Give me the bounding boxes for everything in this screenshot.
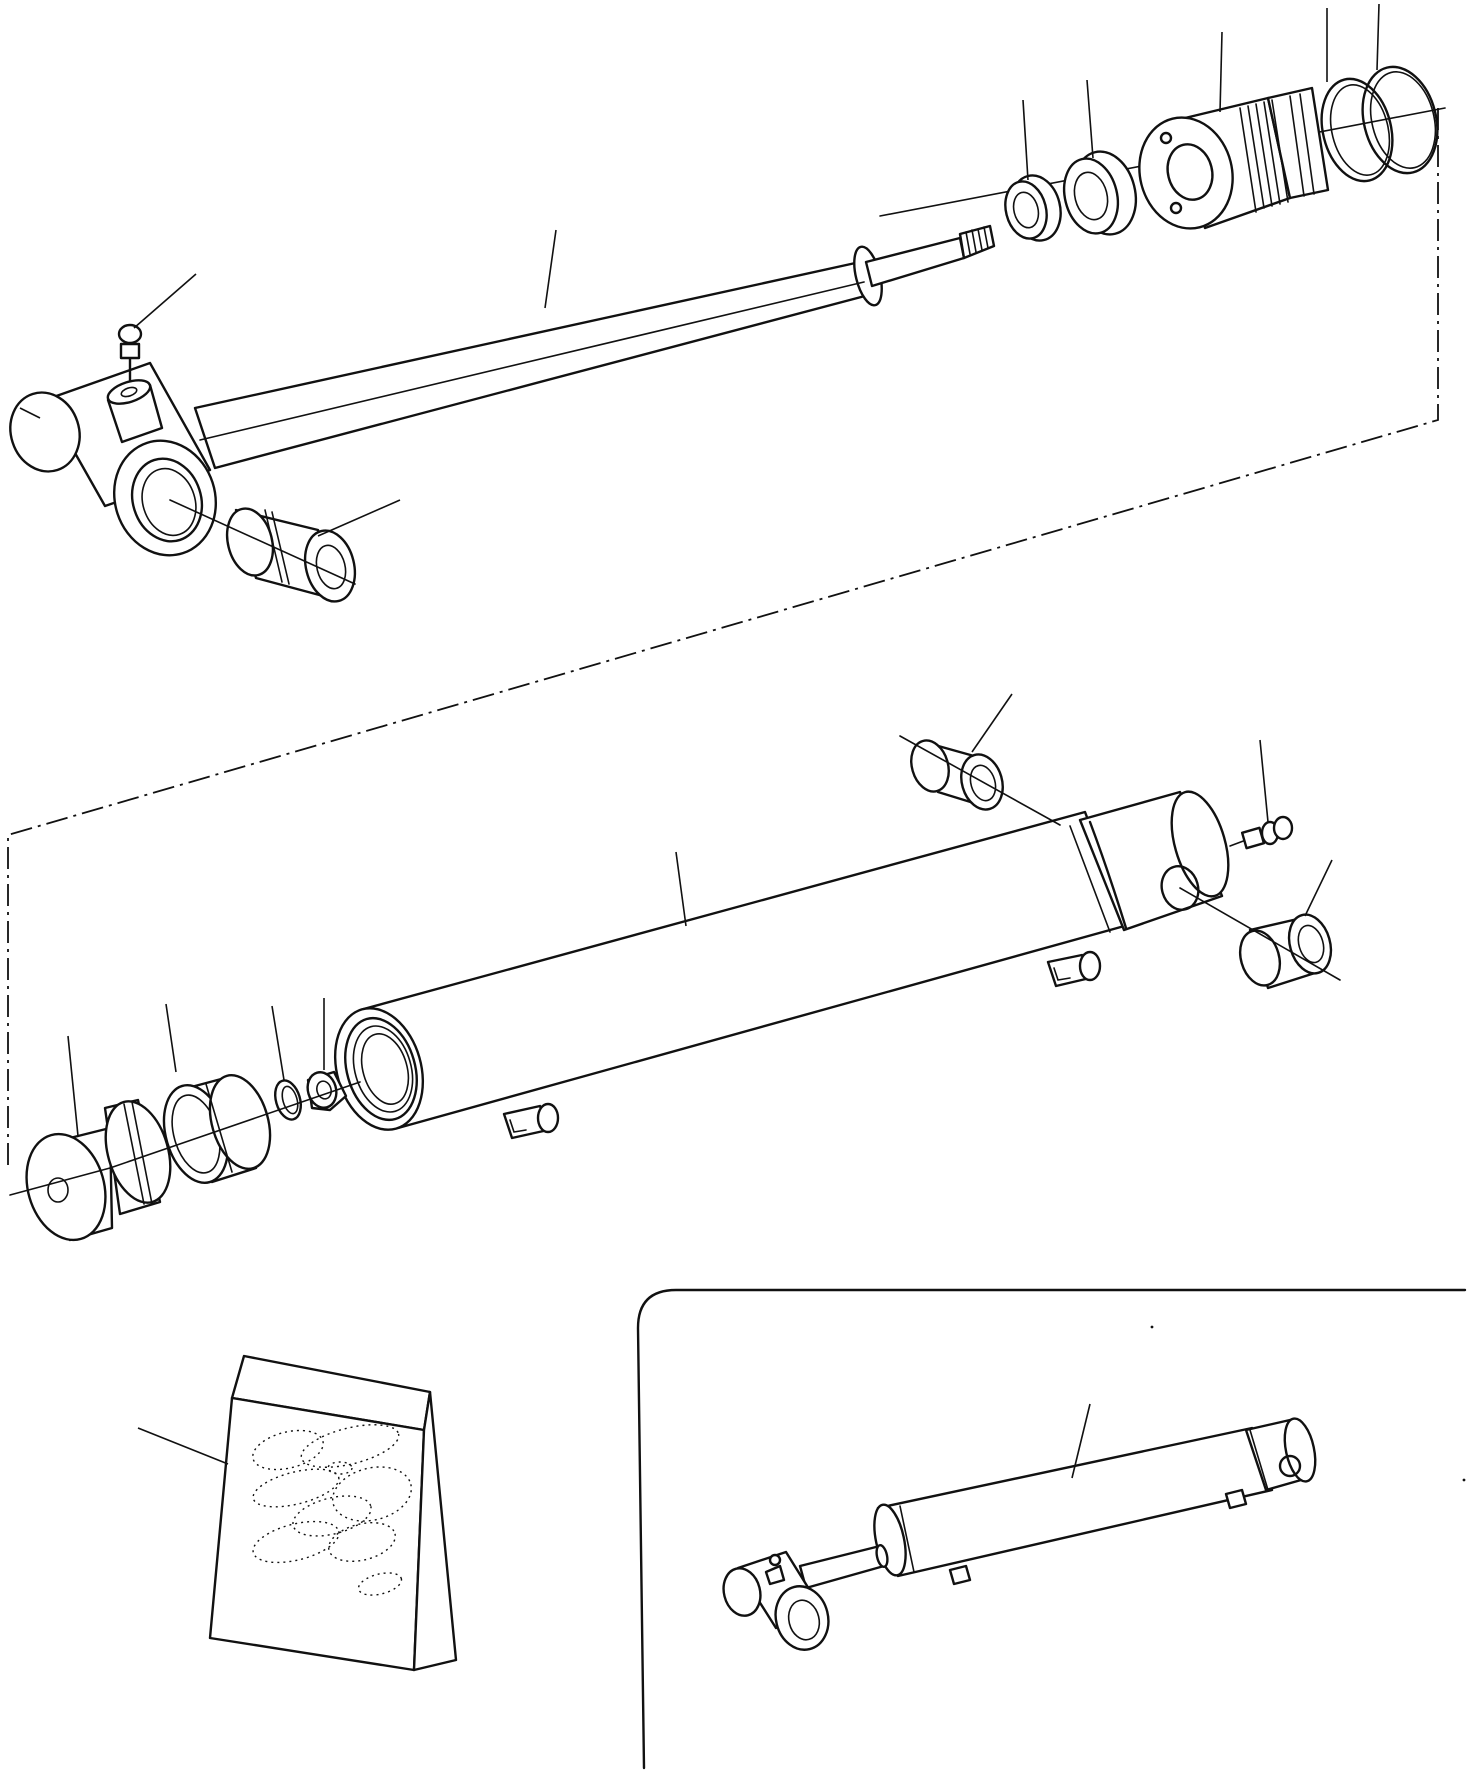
assembled-cylinder [719,1416,1321,1656]
tube-bushing-bottom [1180,860,1340,990]
rod-wiper-seal [1000,100,1068,246]
seal-kit [138,1356,456,1670]
connection-path [8,108,1438,1165]
rod-end-bushing [170,500,400,607]
piston-rod [195,226,994,468]
assembled-view [638,1290,1465,1768]
cylinder-head-gland [1128,32,1328,238]
tube-leader [676,852,686,926]
piston-rod-group [0,4,1448,607]
rod-eye [0,363,230,569]
o-ring [1352,4,1448,181]
backup-ring [1311,8,1402,189]
tube-bracket-lower [504,1104,558,1138]
grease-fitting-tube [1230,740,1292,848]
cylinder-tube [322,785,1239,1140]
tube-bracket-upper [1048,952,1100,986]
piston-nut [110,998,360,1168]
assembled-frame [638,1290,1465,1768]
cylinder-tube-group [10,694,1340,1249]
piston-seal [153,1004,280,1190]
rod-eye-leader [20,408,40,418]
grease-fitting-rod-end [119,274,196,380]
piston [10,1036,181,1249]
piston-o-ring [271,1006,305,1123]
rod-seal [1057,80,1145,241]
piston-rod-leader [545,230,556,308]
tube-bushing-top [900,694,1060,825]
